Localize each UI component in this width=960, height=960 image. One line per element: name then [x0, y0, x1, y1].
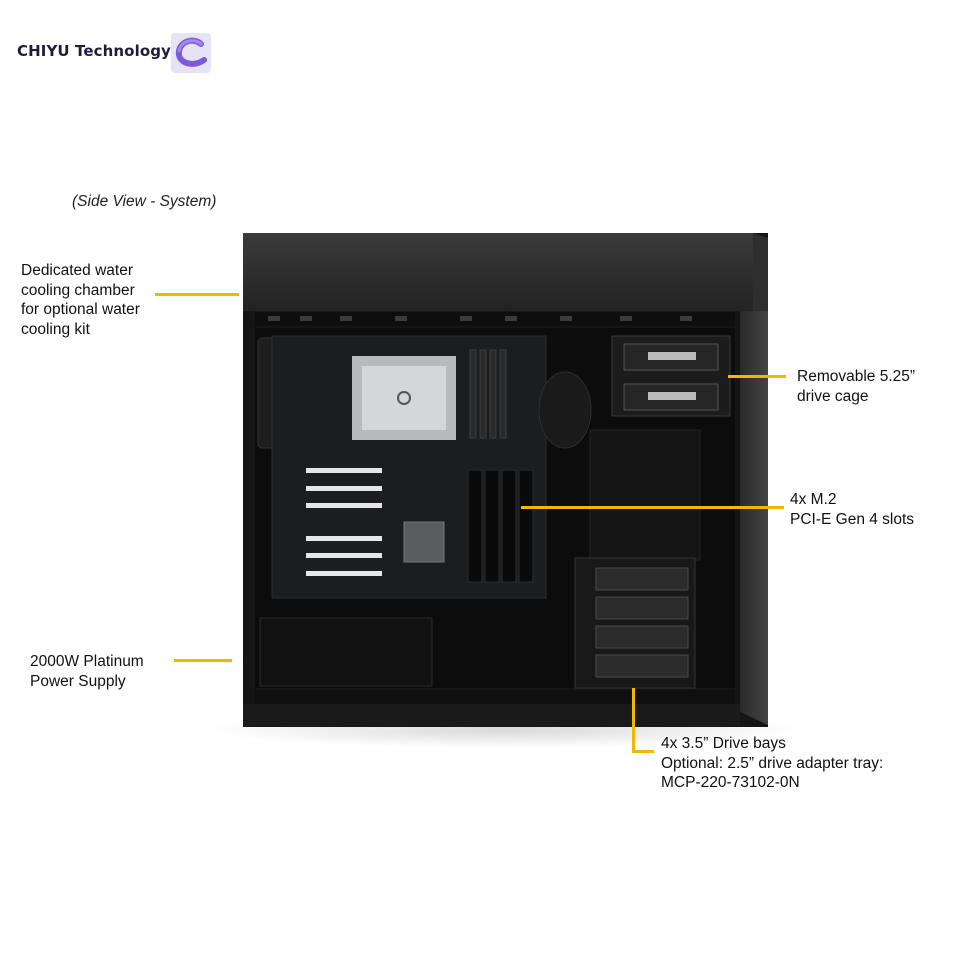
m2-slots-label: 4x M.2 PCI-E Gen 4 slots [790, 491, 915, 528]
psu-callout-line [174, 659, 232, 662]
drive-cage-callout-line [728, 375, 786, 378]
brand-name: CHIYU Technology [17, 42, 171, 60]
water-cooling-callout-line [155, 293, 239, 296]
drive-bays-callout-line-horizontal [632, 750, 654, 753]
water-cooling-label: Dedicated water cooling chamber for opti… [21, 262, 140, 338]
drive-cage-label: Removable 5.25” drive cage [797, 368, 916, 405]
power-supply-label: 2000W Platinum Power Supply [30, 653, 144, 690]
drive-bays-label: 4x 3.5” Drive bays Optional: 2.5” drive … [661, 735, 884, 791]
drive-bays-callout-line-vertical [632, 688, 635, 752]
view-caption: (Side View - System) [72, 193, 217, 210]
chiyu-c-logo-icon [171, 33, 211, 73]
m2-callout-line [521, 506, 784, 509]
